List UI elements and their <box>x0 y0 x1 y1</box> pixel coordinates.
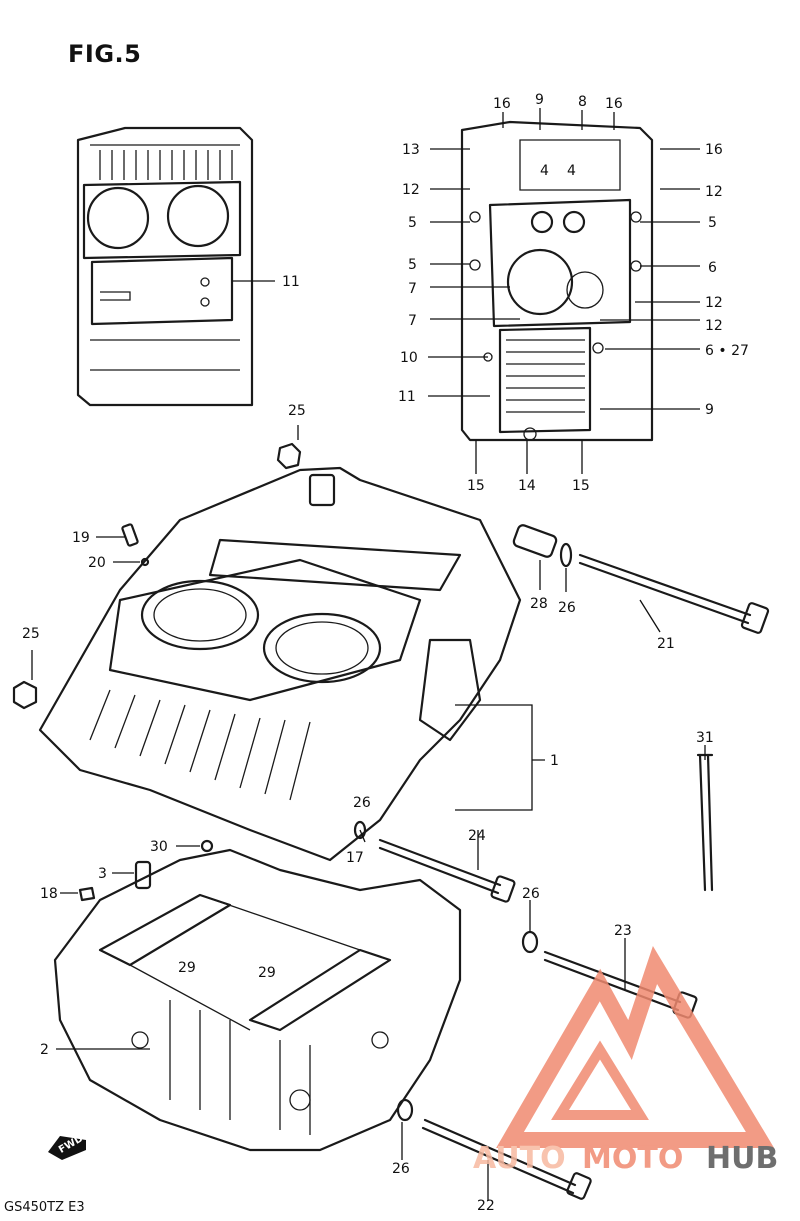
callout-16: 16 <box>493 96 511 112</box>
callout-25: 25 <box>288 403 306 419</box>
callout-15: 15 <box>467 478 485 494</box>
callout-18: 18 <box>40 886 58 902</box>
callout-5: 5 <box>408 257 417 273</box>
watermark-logo: AUTO MOTO HUB <box>473 945 778 1176</box>
callout-2: 2 <box>40 1042 49 1058</box>
callout-8: 8 <box>578 94 587 110</box>
callout-29: 29 <box>178 960 196 976</box>
callout-16: 16 <box>605 96 623 112</box>
inset-bottom-view <box>428 108 700 474</box>
callout-31: 31 <box>696 730 714 746</box>
callout-12: 12 <box>705 295 723 311</box>
callout-labels: 16 9 8 16 13 16 4 4 12 12 5 5 5 6 7 12 7… <box>22 92 749 1214</box>
callout-11: 11 <box>282 274 300 290</box>
fasteners <box>12 442 770 1200</box>
upper-crankcase <box>38 466 522 862</box>
figure-title: FIG.5 <box>68 40 142 68</box>
callout-13: 13 <box>402 142 420 158</box>
callout-9: 9 <box>535 92 544 108</box>
callout-20: 20 <box>88 555 106 571</box>
callout-26: 26 <box>558 600 576 616</box>
callout-24: 24 <box>468 828 486 844</box>
callout-16: 16 <box>705 142 723 158</box>
callout-23: 23 <box>614 923 632 939</box>
callout-9: 9 <box>705 402 714 418</box>
callout-30: 30 <box>150 839 168 855</box>
callout-12: 12 <box>402 182 420 198</box>
watermark-auto: AUTO <box>473 1141 566 1176</box>
callout-26: 26 <box>353 795 371 811</box>
callout-10: 10 <box>400 350 418 366</box>
callout-7: 7 <box>408 281 417 297</box>
watermark-hub: HUB <box>706 1141 778 1176</box>
callout-22: 22 <box>477 1198 495 1214</box>
callout-17: 17 <box>346 850 364 866</box>
callout-29: 29 <box>258 965 276 981</box>
callout-12: 12 <box>705 184 723 200</box>
callout-6: 6 <box>708 260 717 276</box>
callout-25: 25 <box>22 626 40 642</box>
watermark-moto: MOTO <box>582 1141 683 1176</box>
callout-7: 7 <box>408 313 417 329</box>
callout-28: 28 <box>530 596 548 612</box>
callout-5: 5 <box>408 215 417 231</box>
callout-4: 4 <box>540 163 549 179</box>
fwd-arrow-icon <box>48 1136 86 1160</box>
callout-12: 12 <box>705 318 723 334</box>
callout-3: 3 <box>98 866 107 882</box>
callout-14: 14 <box>518 478 536 494</box>
callout-21: 21 <box>657 636 675 652</box>
callout-15: 15 <box>572 478 590 494</box>
callout-19: 19 <box>72 530 90 546</box>
callout-26: 26 <box>392 1161 410 1177</box>
lower-crankcase <box>53 848 462 1152</box>
callout-1: 1 <box>550 753 559 769</box>
callout-5: 5 <box>708 215 717 231</box>
callout-6-27: 6 • 27 <box>705 343 749 359</box>
callout-11: 11 <box>398 389 416 405</box>
inset-top-view <box>76 126 275 407</box>
model-code: GS450TZ E3 <box>4 1200 85 1215</box>
callout-4: 4 <box>567 163 576 179</box>
leader-lines <box>31 425 706 1200</box>
callout-26: 26 <box>522 886 540 902</box>
